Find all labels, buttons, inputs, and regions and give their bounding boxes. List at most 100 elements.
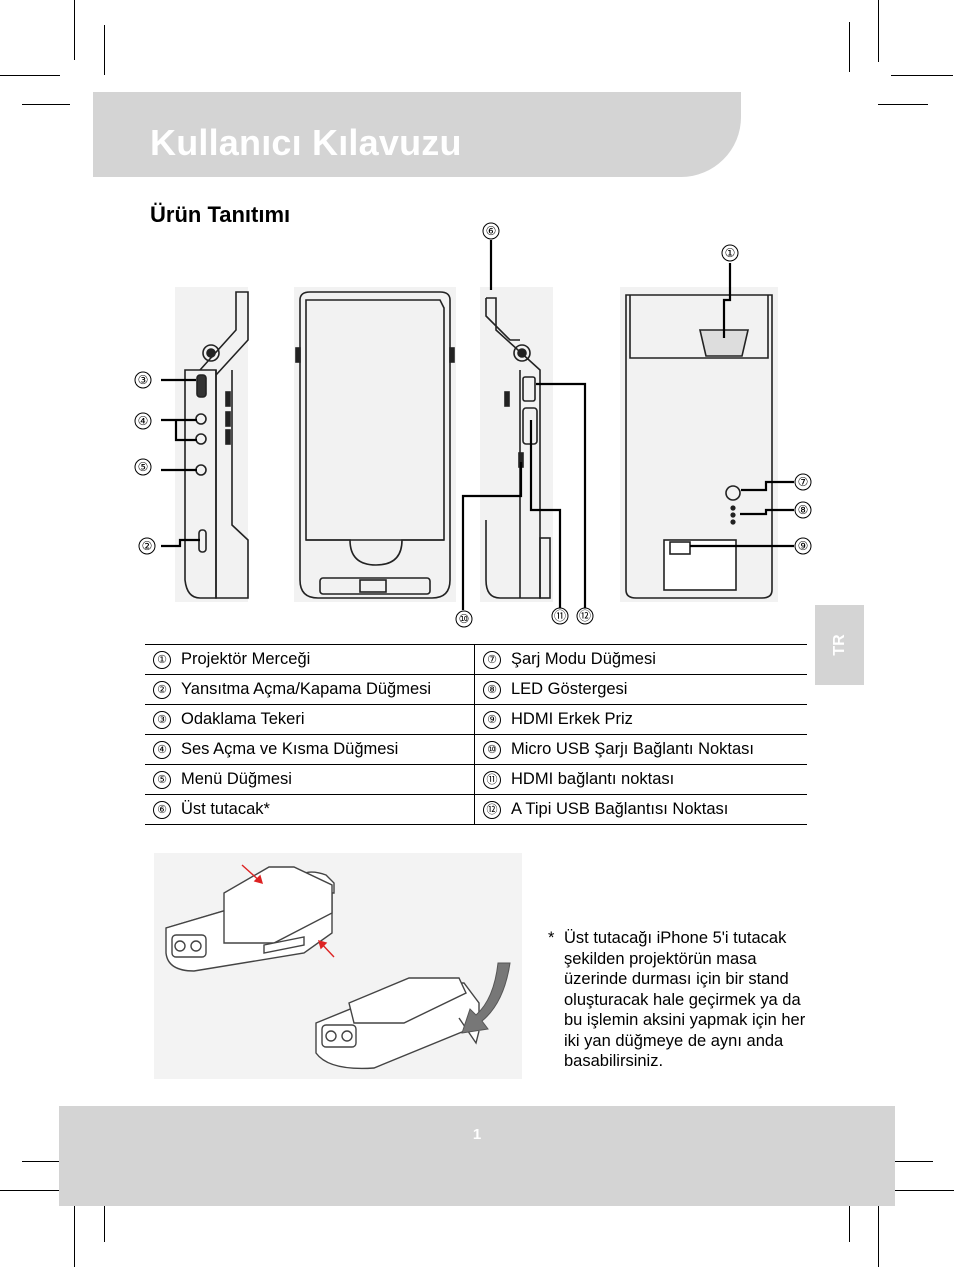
legend-cell: ④ Ses Açma ve Kısma Düğmesi — [145, 734, 475, 765]
crop-mark — [881, 1161, 933, 1162]
note-text: Üst tutacağı iPhone 5'i tutacak şekilden… — [564, 929, 806, 1070]
callout-4: ④ — [134, 412, 152, 430]
legend-cell: ⑩ Micro USB Şarjı Bağlantı Noktası — [474, 734, 807, 765]
callout-9: ⑨ — [794, 537, 812, 555]
crop-mark — [74, 0, 75, 60]
front-view — [294, 287, 456, 602]
crop-mark — [0, 1190, 60, 1191]
crop-mark — [0, 75, 60, 76]
svg-text:①: ① — [725, 246, 736, 260]
legend-label: Odaklama Tekeri — [181, 710, 305, 729]
arrow-icon — [461, 962, 511, 1034]
callout-1: ① — [721, 244, 739, 262]
side-view-right — [480, 287, 553, 602]
stand-illustration-drawing — [165, 864, 511, 1070]
svg-text:⑨: ⑨ — [798, 539, 809, 553]
callout-7: ⑦ — [794, 473, 812, 491]
legend-label: Şarj Modu Düğmesi — [511, 650, 656, 669]
crop-mark — [878, 1205, 879, 1267]
legend-cell: ⑥ Üst tutacak* — [145, 794, 475, 825]
legend-number: ⑥ — [153, 800, 171, 819]
svg-text:③: ③ — [138, 373, 149, 387]
legend-number: ⑤ — [153, 770, 171, 789]
stand-illustration — [154, 853, 522, 1079]
crop-mark — [849, 22, 850, 72]
legend-number: ⑫ — [483, 800, 501, 819]
legend-cell: ⑧ LED Göstergesi — [474, 674, 807, 705]
legend-label: HDMI Erkek Priz — [511, 710, 633, 729]
callout-6: ⑥ — [482, 222, 500, 240]
callout-10: ⑩ — [455, 610, 473, 628]
crop-mark — [878, 0, 879, 62]
legend-cell: ⑨ HDMI Erkek Priz — [474, 704, 807, 735]
table-row: ⑤ Menü Düğmesi ⑪ HDMI bağlantı noktası — [145, 764, 807, 795]
table-row: ① Projektör Merceği ⑦ Şarj Modu Düğmesi — [145, 644, 807, 675]
legend-label: Ses Açma ve Kısma Düğmesi — [181, 740, 399, 759]
legend-number: ① — [153, 650, 171, 669]
page-number: 1 — [472, 1126, 482, 1143]
legend-number: ③ — [153, 710, 171, 729]
table-row: ② Yansıtma Açma/Kapama Düğmesi ⑧ LED Göste… — [145, 674, 807, 705]
page-title: Kullanıcı Kılavuzu — [150, 122, 462, 163]
callout-3: ③ — [134, 371, 152, 389]
crop-mark — [104, 1192, 105, 1242]
legend-label: Projektör Merceği — [181, 650, 311, 669]
crop-mark — [22, 1161, 75, 1162]
crop-mark — [104, 25, 105, 75]
legend-label: Micro USB Şarjı Bağlantı Noktası — [511, 740, 755, 759]
svg-text:⑧: ⑧ — [798, 503, 809, 517]
table-row: ③ Odaklama Tekeri ⑨ HDMI Erkek Priz — [145, 704, 807, 735]
legend-number: ⑧ — [483, 680, 501, 699]
legend-cell: ① Projektör Merceği — [145, 644, 475, 675]
svg-text:⑫: ⑫ — [579, 609, 591, 623]
legend-number: ⑩ — [483, 740, 501, 759]
crop-mark — [878, 104, 928, 105]
language-tab: TR — [815, 605, 864, 685]
legend-number: ⑦ — [483, 650, 501, 669]
callout-8: ⑧ — [794, 501, 812, 519]
product-diagram: ③ ④ ⑤ ② ⑥ ① ⑦ ⑧ ⑨ ⑩ ⑪ ⑫ — [134, 222, 812, 628]
legend-number: ② — [153, 680, 171, 699]
section-title: Ürün Tanıtımı — [150, 202, 291, 227]
legend-cell: ⑫ A Tipi USB Bağlantısı Noktası — [474, 794, 807, 825]
footer-band — [59, 1106, 895, 1206]
legend-cell: ② Yansıtma Açma/Kapama Düğmesi — [145, 674, 475, 705]
legend-cell: ⑤ Menü Düğmesi — [145, 764, 475, 795]
legend-label: HDMI bağlantı noktası — [511, 770, 675, 789]
crop-mark — [849, 1192, 850, 1242]
back-view — [620, 287, 778, 602]
crop-mark — [74, 1205, 75, 1267]
side-view-left — [175, 287, 249, 602]
svg-text:④: ④ — [138, 414, 149, 428]
table-row: ⑥ Üst tutacak* ⑫ A Tipi USB Bağlantısı Nok… — [145, 794, 807, 825]
stand-note: * Üst tutacağı iPhone 5'i tutacak şekild… — [548, 928, 810, 1072]
legend-cell: ⑦ Şarj Modu Düğmesi — [474, 644, 807, 675]
svg-text:②: ② — [142, 539, 153, 553]
svg-text:⑥: ⑥ — [486, 224, 497, 238]
legend-label: Yansıtma Açma/Kapama Düğmesi — [181, 680, 432, 699]
callout-11: ⑪ — [551, 607, 569, 625]
table-row: ④ Ses Açma ve Kısma Düğmesi ⑩ Micro USB Şa… — [145, 734, 807, 765]
legend-number: ⑪ — [483, 770, 501, 789]
legend-label: LED Göstergesi — [511, 680, 628, 699]
header-band — [93, 92, 741, 177]
legend-number: ⑨ — [483, 710, 501, 729]
legend-cell: ⑪ HDMI bağlantı noktası — [474, 764, 807, 795]
svg-text:⑩: ⑩ — [459, 612, 470, 626]
legend-label: Menü Düğmesi — [181, 770, 292, 789]
crop-mark — [22, 104, 70, 105]
legend-number: ④ — [153, 740, 171, 759]
svg-text:⑦: ⑦ — [798, 475, 809, 489]
callout-5: ⑤ — [134, 458, 152, 476]
crop-mark — [891, 75, 953, 76]
note-asterisk: * — [548, 929, 555, 947]
language-tab-label: TR — [830, 634, 848, 656]
legend-label: Üst tutacak* — [181, 800, 270, 819]
crop-mark — [893, 1190, 954, 1191]
svg-text:⑪: ⑪ — [554, 609, 566, 623]
svg-text:⑤: ⑤ — [138, 460, 149, 474]
legend-label: A Tipi USB Bağlantısı Noktası — [511, 800, 729, 819]
callout-2: ② — [138, 537, 156, 555]
callout-12: ⑫ — [576, 607, 594, 625]
